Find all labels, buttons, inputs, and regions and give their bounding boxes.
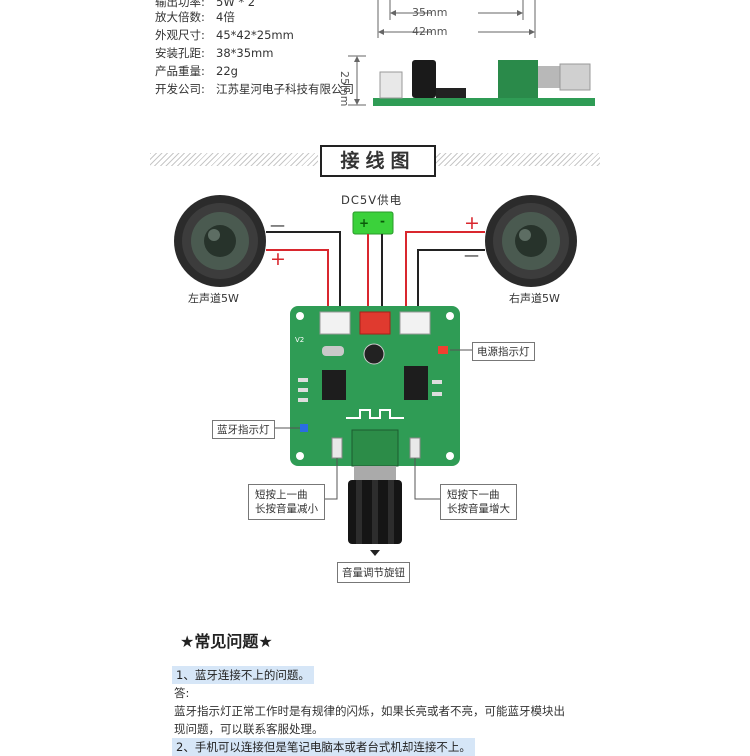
right-speaker [485, 195, 577, 287]
faq-answer-line-2: 现问题，可以联系客服处理。 [174, 722, 324, 736]
left-minus-mark: — [270, 216, 285, 234]
amp-board [290, 306, 460, 467]
board-mark: V2 [295, 336, 305, 344]
connector-side [379, 71, 403, 99]
spec-value: 22g [216, 64, 238, 78]
left-plus-mark: + [270, 248, 286, 270]
faq-answer-label: 答: [174, 686, 190, 700]
spec-value: 5W * 2 [216, 0, 256, 9]
knob-callout: 音量调节旋钮 [337, 562, 410, 583]
spec-value: 38*35mm [216, 46, 274, 60]
faq-question-1: 1、蓝牙连接不上的问题。 [172, 666, 314, 684]
btn-next-callout: 短按下一曲 长按音量增大 [440, 484, 517, 520]
wiring-diagram [174, 195, 577, 556]
dim-42: 42mm [412, 25, 448, 38]
dimension-drawing [348, 0, 595, 106]
pot-shaft [559, 63, 591, 91]
faq-answer-line-1: 蓝牙指示灯正常工作时是有规律的闪烁，如果长亮或者不亮，可能蓝牙模块出 [174, 704, 565, 718]
power-label: DC5V供电 [341, 193, 403, 207]
right-minus-mark: — [464, 246, 479, 264]
btn-prev-callout: 短按上一曲 长按音量减小 [248, 484, 325, 520]
volume-knob [348, 466, 402, 556]
bt-led-callout: 蓝牙指示灯 [212, 420, 275, 439]
wire-left-minus [266, 231, 341, 314]
title-hatch-right [434, 153, 600, 166]
btn-prev-line1: 短按上一曲 [255, 489, 308, 501]
spec-gain: 放大倍数: 4倍 [155, 9, 235, 25]
power-led-callout: 电源指示灯 [472, 342, 535, 361]
spec-value: 4倍 [216, 10, 235, 24]
board-side [373, 98, 595, 106]
wire-right-plus [405, 231, 485, 314]
dim-35: 35mm [412, 6, 448, 19]
power-minus-mark: - [380, 214, 385, 228]
spec-company: 开发公司: 江苏星河电子科技有限公司 [155, 81, 354, 97]
pot-shaft-base [538, 66, 560, 88]
wire-left-plus [266, 249, 329, 314]
faq-question-2: 2、手机可以连接但是笔记电脑本或者台式机却连接不上。 [172, 738, 475, 756]
spec-label: 产品重量: [155, 64, 205, 78]
power-plus-mark: + [359, 216, 370, 230]
title-hatch-left [150, 153, 318, 166]
section-title: 接线图 [320, 145, 436, 177]
spec-label: 开发公司: [155, 82, 205, 96]
left-speaker-label: 左声道5W [188, 292, 239, 305]
capacitor-side [412, 60, 436, 98]
spec-label: 外观尺寸: [155, 28, 205, 42]
left-speaker [174, 195, 266, 287]
btn-next-line1: 短按下一曲 [447, 489, 500, 501]
wire-right-minus [417, 249, 485, 314]
spec-output-power: 输出功率: 5W * 2 [155, 0, 255, 10]
faq-title: ★常见问题★ [180, 632, 273, 651]
right-speaker-label: 右声道5W [509, 292, 560, 305]
power-connector [352, 211, 394, 235]
spec-label: 安装孔距: [155, 46, 205, 60]
spec-label: 输出功率: [155, 0, 205, 9]
spec-hole-spacing: 安装孔距: 38*35mm [155, 45, 273, 61]
right-plus-mark: + [464, 212, 480, 234]
spec-value: 45*42*25mm [216, 28, 294, 42]
btn-next-line2: 长按音量增大 [447, 503, 510, 515]
potentiometer-side [498, 60, 538, 98]
spec-size: 外观尺寸: 45*42*25mm [155, 27, 294, 43]
chip-side [436, 88, 466, 98]
spec-weight: 产品重量: 22g [155, 63, 238, 79]
spec-value: 江苏星河电子科技有限公司 [216, 82, 354, 96]
dim-25: 25mm [338, 71, 351, 107]
spec-label: 放大倍数: [155, 10, 205, 24]
btn-prev-line2: 长按音量减小 [255, 503, 318, 515]
